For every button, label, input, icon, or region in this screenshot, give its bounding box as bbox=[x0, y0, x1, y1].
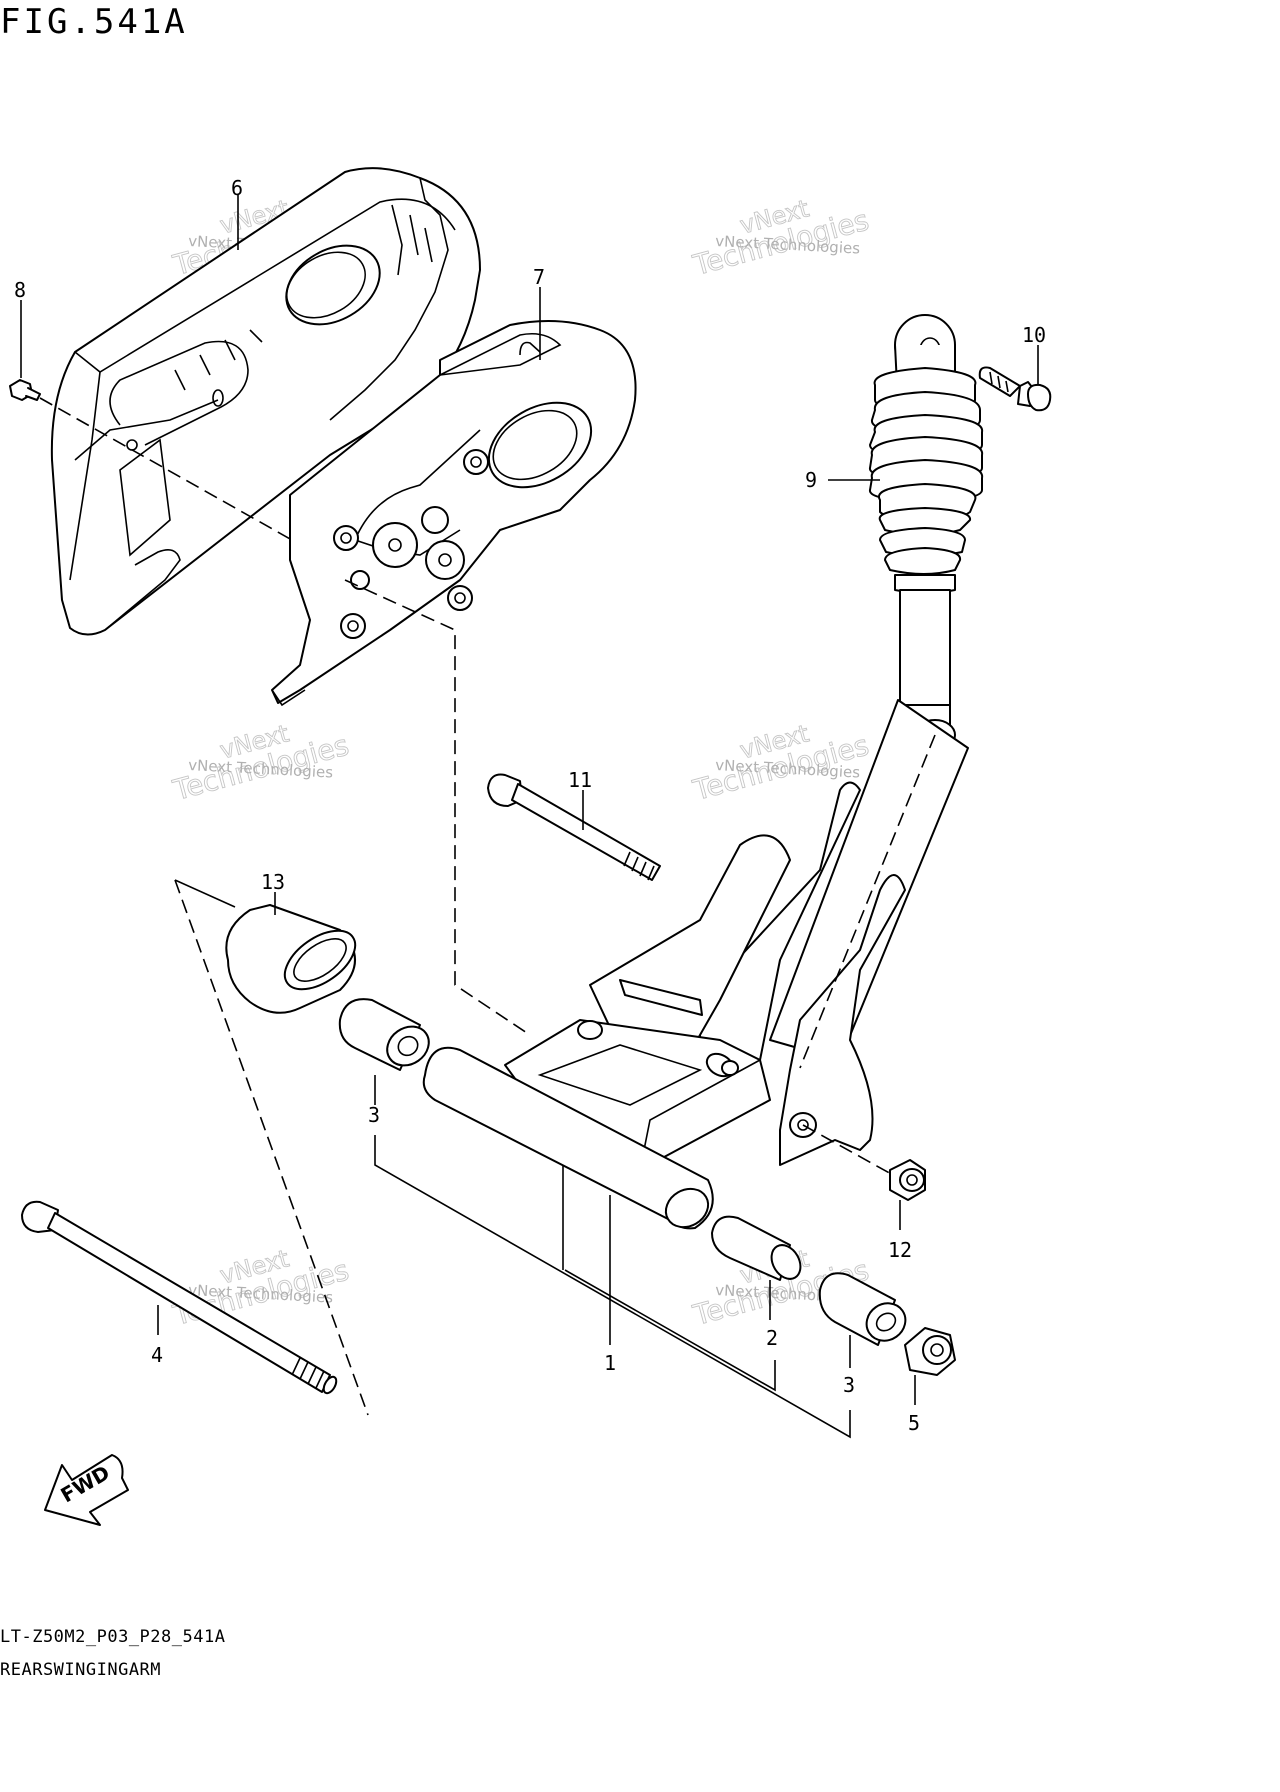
part-10-bolt bbox=[978, 366, 1052, 412]
part-3-bushing-left bbox=[338, 998, 430, 1071]
part-13-chain-slider bbox=[225, 904, 357, 1014]
callout-12: 12 bbox=[888, 1238, 912, 1262]
callout-6: 6 bbox=[231, 176, 243, 200]
part-11-bolt bbox=[487, 773, 661, 881]
callout-13: 13 bbox=[261, 870, 285, 894]
callout-7: 7 bbox=[533, 265, 545, 289]
figure-name: REARSWINGINGARM bbox=[0, 1660, 162, 1680]
part-1-swingarm bbox=[422, 699, 969, 1230]
part-7-guide-plate bbox=[271, 320, 637, 707]
callout-4: 4 bbox=[151, 1343, 163, 1367]
figure-title: FIG.541A bbox=[0, 2, 188, 42]
part-12-nut bbox=[889, 1159, 926, 1201]
callout-2: 2 bbox=[766, 1326, 778, 1350]
callout-8: 8 bbox=[14, 278, 26, 302]
callout-5: 5 bbox=[908, 1411, 920, 1435]
part-3-bushing-right bbox=[818, 1272, 907, 1346]
callout-11: 11 bbox=[568, 768, 592, 792]
part-4-axle-bolt bbox=[21, 1200, 338, 1395]
callout-1: 1 bbox=[604, 1351, 616, 1375]
callout-9: 9 bbox=[805, 468, 817, 492]
fwd-arrow-icon: FWD bbox=[44, 1454, 129, 1526]
callout-3-right: 3 bbox=[843, 1373, 855, 1397]
figure-code: LT-Z50M2_P03_P28_541A bbox=[0, 1627, 226, 1647]
callout-3-left: 3 bbox=[368, 1103, 380, 1127]
callouts: 6 7 8 10 9 11 13 3 1 2 3 12 5 4 bbox=[14, 176, 1046, 1439]
callout-10: 10 bbox=[1022, 323, 1046, 347]
part-9-shock-absorber bbox=[869, 314, 984, 751]
part-6-chain-cover bbox=[50, 167, 481, 636]
part-5-nut bbox=[904, 1327, 956, 1376]
part-8-bolt bbox=[9, 379, 41, 401]
part-2-collar bbox=[711, 1215, 802, 1281]
assembly-lines bbox=[39, 397, 936, 1416]
